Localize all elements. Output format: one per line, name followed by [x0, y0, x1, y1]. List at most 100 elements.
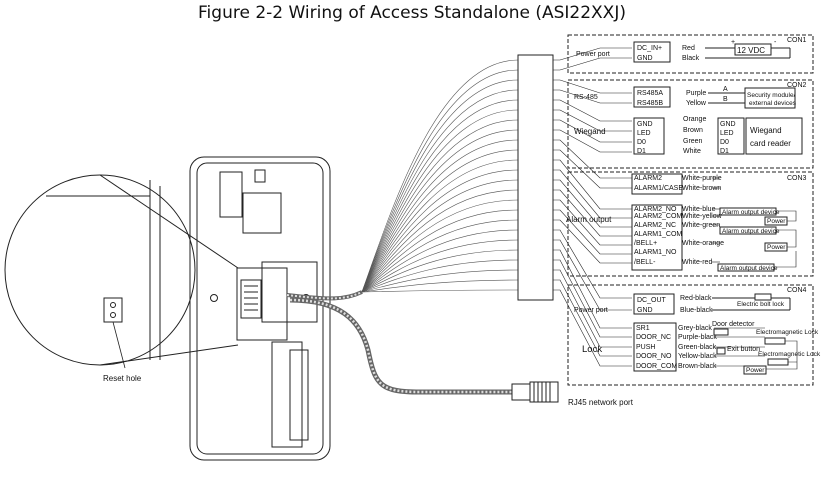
- con2-color-white: White: [683, 148, 701, 155]
- con4-pin-gnd: GND: [637, 307, 653, 314]
- con2-security-module-1: Security module/: [747, 92, 796, 99]
- con3-pin-4: ALARM2_NC: [634, 222, 676, 229]
- con2-term-a: A: [723, 86, 728, 93]
- con3-color-8: White-red: [682, 259, 712, 266]
- harness-wire: [361, 119, 519, 293]
- fanout-wire: [553, 239, 632, 311]
- con4-bolt-lock: Electric bolt lock: [737, 301, 785, 308]
- rj45-label: RJ45 network port: [568, 398, 634, 407]
- con2-security-module-2: external devices: [749, 100, 797, 107]
- con4-color-blueblack: Blue-black: [680, 307, 713, 314]
- con4-title: CON4: [787, 287, 807, 294]
- con3-pin-8: /BELL-: [634, 259, 656, 266]
- con3-output-device-2: Alarm output device: [722, 228, 780, 235]
- con4-lock-pin-2: PUSH: [636, 344, 655, 351]
- con1-group-label: Power port: [576, 51, 610, 58]
- con4-lock-color-4: Brown-black: [678, 363, 717, 370]
- con2-panel: CON2 RS-485 RS485A RS485B Purple Yellow …: [567, 79, 814, 169]
- harness-wire: [361, 229, 519, 293]
- harness-wire: [361, 129, 519, 293]
- con3-output-device-1: Alarm output device: [722, 209, 780, 216]
- con1-pin-gnd: GND: [637, 55, 653, 62]
- con3-pin-3: ALARM2_COM: [634, 213, 682, 220]
- fanout-wire: [553, 209, 632, 255]
- con1-color-black: Black: [682, 55, 700, 62]
- harness-wire: [361, 79, 519, 293]
- con4-em-lock-2: Electromagnetic Lock: [758, 351, 821, 358]
- fanout-wire: [553, 219, 632, 264]
- con4-power-label: Power port: [574, 307, 608, 314]
- con2-wiegand-label: Wiegand: [574, 127, 606, 136]
- harness-wire: [361, 69, 519, 293]
- fanout-wire: [553, 47, 632, 61]
- fanout-wire: [553, 109, 632, 132]
- con1-title: CON1: [787, 37, 807, 44]
- con2-color-brown: Brown: [683, 127, 703, 134]
- con4-color-redblack: Red-black: [680, 295, 712, 302]
- harness-wire: [361, 109, 519, 293]
- fanout-wire: [553, 139, 632, 179]
- fanout-wire: [553, 57, 632, 71]
- con3-power-1: Power: [767, 218, 786, 225]
- fanout-wire: [553, 259, 632, 338]
- fanout-wire: [553, 169, 632, 219]
- con4-exit-button: Exit button: [727, 346, 760, 353]
- con3-power-2: Power: [767, 244, 786, 251]
- con1-supply: 12 VDC: [737, 46, 765, 55]
- con4-lock-color-3: Yellow-black: [678, 353, 717, 360]
- con2-color-yellow: Yellow: [686, 100, 707, 107]
- con2-color-orange: Orange: [683, 116, 706, 123]
- harness-wire: [361, 259, 519, 293]
- con3-pin-0: ALARM2: [634, 175, 662, 182]
- con2-card-reader-2: card reader: [750, 139, 791, 148]
- con3-pin-2: ALARM2_NO: [634, 206, 677, 213]
- harness-wire: [361, 139, 519, 293]
- con3-pin-7: ALARM1_NO: [634, 249, 677, 256]
- con4-lock-pin-3: DOOR_NO: [636, 353, 672, 360]
- con2-term-d1: D1: [720, 148, 729, 155]
- fanout-wire: [553, 249, 632, 329]
- con2-term-b: B: [723, 96, 728, 103]
- con4-power: Power: [746, 367, 765, 374]
- con3-color-2: White-blue: [682, 206, 716, 213]
- con4-lock-pin-4: DOOR_COM: [636, 363, 677, 370]
- con2-pin-d0: D0: [637, 139, 646, 146]
- con3-pin-6: /BELL+: [634, 240, 657, 247]
- fanout-lines: [553, 47, 632, 367]
- con4-panel: CON4 Power port DC_OUT GND Red-black Blu…: [567, 284, 821, 386]
- con1-plus: +: [731, 39, 735, 46]
- reset-hole-magnifier: [4, 174, 239, 369]
- con3-output-device-3: Alarm output device: [720, 265, 778, 272]
- con4-door-detector: Door detector: [712, 321, 755, 328]
- fanout-wire: [553, 149, 632, 189]
- con2-card-reader-1: Wiegand: [750, 126, 782, 135]
- con2-pin-gnd: GND: [637, 121, 653, 128]
- harness-wire: [361, 289, 519, 293]
- fanout-wire: [553, 89, 632, 104]
- terminal-block: [517, 54, 554, 301]
- con4-lock-color-1: Purple-black: [678, 334, 717, 341]
- device-body: [189, 156, 331, 461]
- con2-pin-rs485a: RS485A: [637, 90, 663, 97]
- fanout-wire: [553, 289, 632, 367]
- wire-harness: [361, 59, 519, 293]
- con3-pin-5: ALARM1_COM: [634, 231, 682, 238]
- fanout-wire: [553, 269, 632, 348]
- harness-wire: [361, 209, 519, 293]
- con3-pin-1: ALARM1/CASE: [634, 185, 683, 192]
- con4-em-lock-1: Electromagnetic Lock: [756, 329, 819, 336]
- harness-wire: [361, 249, 519, 293]
- con3-color-4: White-green: [682, 222, 720, 229]
- harness-wire: [361, 269, 519, 293]
- harness-wire: [361, 99, 519, 293]
- harness-wire: [361, 279, 519, 293]
- fanout-wire: [553, 99, 632, 122]
- harness-wire: [361, 169, 519, 293]
- con2-color-green: Green: [683, 138, 703, 145]
- con1-pin-dcin: DC_IN+: [637, 45, 662, 52]
- con3-color-0: White-purple: [682, 175, 722, 182]
- con2-pin-led: LED: [637, 130, 651, 137]
- con2-term-d0: D0: [720, 139, 729, 146]
